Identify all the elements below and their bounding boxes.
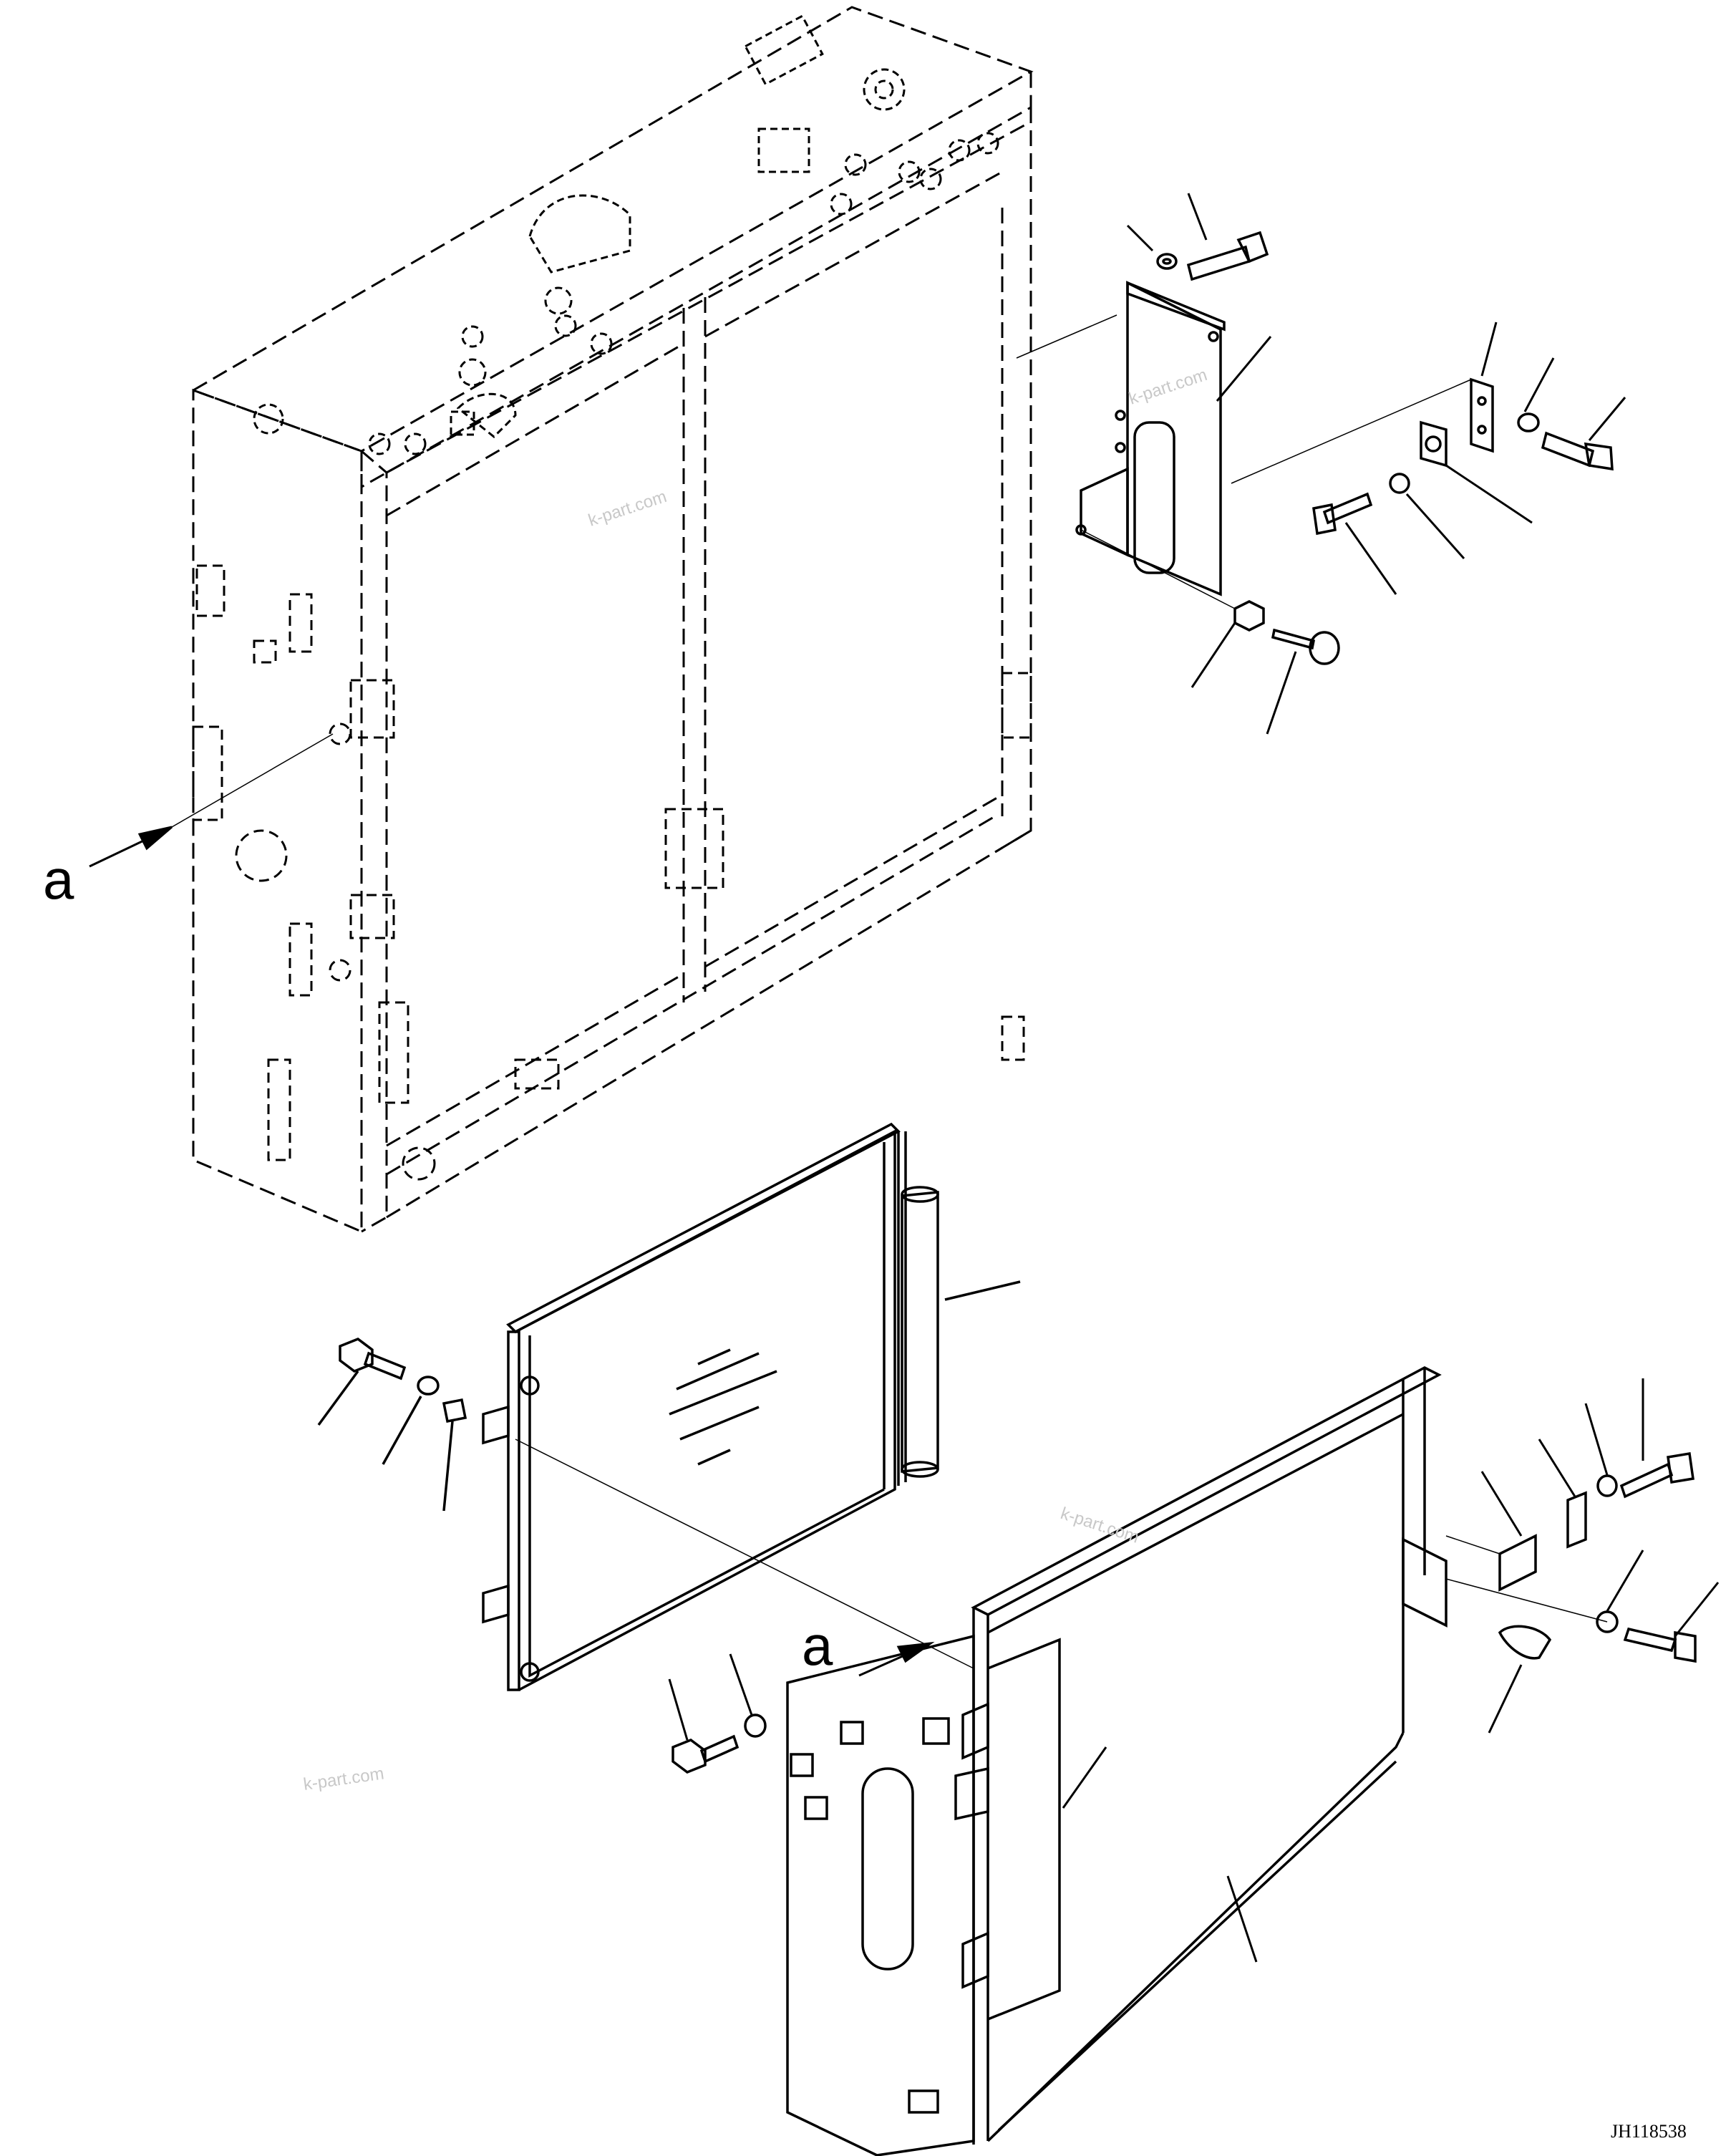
watermark-1: k-part.com	[586, 487, 669, 531]
watermark-4: k-part.com	[302, 1764, 385, 1794]
lower-leader-lines	[668, 1378, 1720, 1963]
frame-mount-blocks	[192, 564, 1032, 1181]
drawing-code: JH118538	[1611, 2121, 1687, 2142]
view-callout-upper: a	[43, 848, 74, 911]
lower-fasteners	[671, 1451, 1697, 1774]
condenser-core	[482, 1122, 939, 1691]
upper-fasteners	[1156, 231, 1614, 665]
upper-leader-lines	[1016, 193, 1626, 735]
alignment-line-mid	[515, 1439, 974, 1669]
lower-shroud	[786, 1366, 1448, 2156]
watermark-2: k-part.com	[1127, 365, 1210, 409]
upper-bracket	[1075, 281, 1226, 596]
view-callout-lower: a	[802, 1614, 833, 1677]
frame-top-hardware	[253, 14, 999, 455]
condenser-fasteners	[317, 1280, 1021, 1512]
view-arrow-upper	[89, 733, 334, 868]
upper-small-plates	[1420, 377, 1494, 468]
radiator-frame	[190, 6, 1034, 1234]
view-arrow-lower	[858, 1641, 935, 1677]
